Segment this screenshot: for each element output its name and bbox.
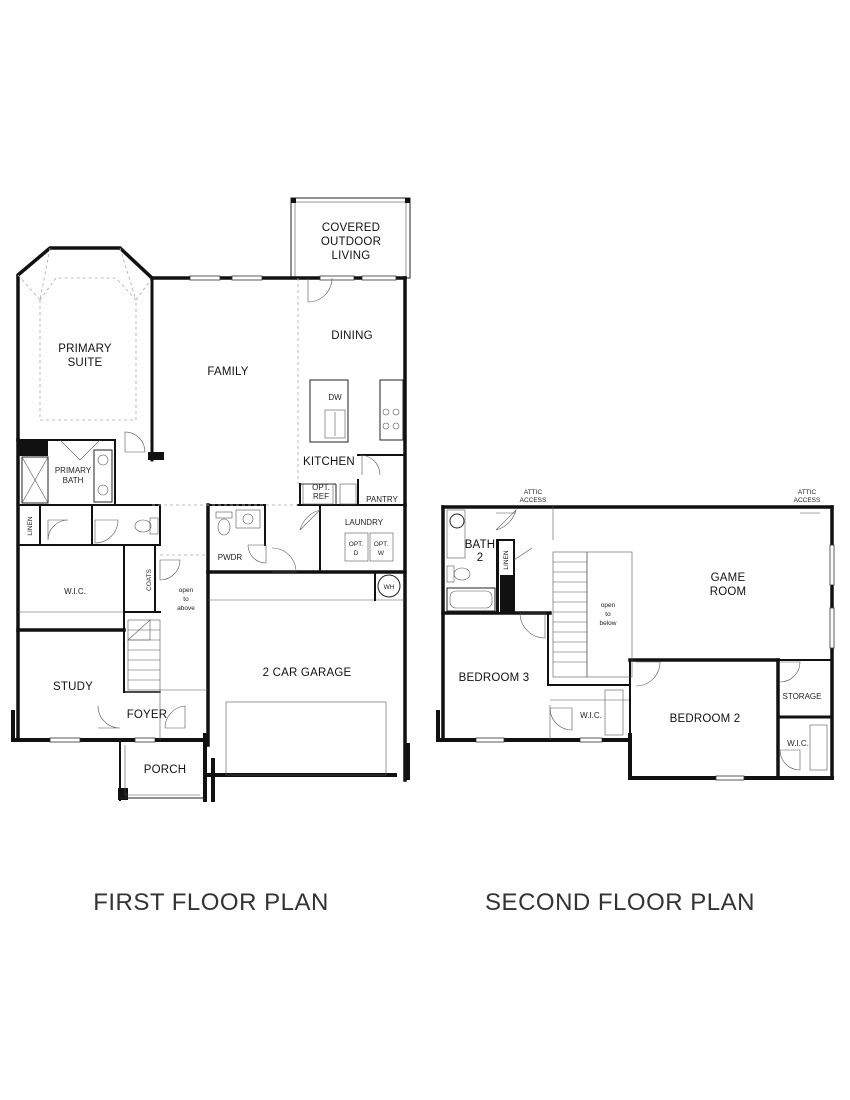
second-floor-title: SECOND FLOOR PLAN xyxy=(485,889,755,916)
powder-room-label: PWDR xyxy=(218,553,243,562)
bath2-fixtures xyxy=(446,509,496,612)
wic-label-first-floor: W.I.C. xyxy=(64,587,86,596)
primary-suite-bay-walls xyxy=(16,246,155,442)
garage-label: 2 CAR GARAGE xyxy=(263,667,352,679)
dishwasher-label: DW xyxy=(328,393,342,402)
porch-label: PORCH xyxy=(144,764,187,776)
family-label: FAMILY xyxy=(207,366,248,378)
opt-dryer-label-line1: OPT. xyxy=(349,541,364,548)
game-room-label-line2: ROOM xyxy=(710,586,747,598)
open-to-below-line2: to xyxy=(605,611,611,618)
powder-fixtures xyxy=(215,509,261,536)
first-floor-interior-walls xyxy=(16,276,407,801)
study-label: STUDY xyxy=(53,681,93,693)
second-floor-labels: ATTIC ACCESS ATTIC ACCESS BATH 2 LINEN G… xyxy=(459,489,822,748)
bath2-label-line2: 2 xyxy=(477,552,484,564)
first-floor-stairs xyxy=(127,619,161,691)
opt-washer-label-line1: OPT. xyxy=(374,541,389,548)
first-floor-exterior-walls xyxy=(11,275,410,802)
open-to-above-line2: to xyxy=(183,596,189,603)
wic-label-bedroom3: W.I.C. xyxy=(580,711,602,720)
linen-label-first-floor: LINEN xyxy=(27,516,34,535)
laundry-fixtures xyxy=(344,532,401,598)
storage-label: STORAGE xyxy=(783,692,822,701)
primary-suite-label-line1: PRIMARY xyxy=(58,343,112,355)
primary-suite-label-line2: SUITE xyxy=(68,357,103,369)
opt-dryer-label-line2: D xyxy=(354,550,359,557)
primary-bath-fixtures xyxy=(21,449,159,535)
first-floor-labels: COVERED OUTDOOR LIVING PRIMARY SUITE FAM… xyxy=(27,222,399,776)
coats-label: COATS xyxy=(146,568,153,591)
bath2-label-line1: BATH xyxy=(465,539,496,551)
second-floor-plan: ATTIC ACCESS ATTIC ACCESS BATH 2 LINEN G… xyxy=(436,489,835,916)
open-to-above-line3: above xyxy=(177,605,195,612)
open-to-below-line3: below xyxy=(600,620,617,627)
second-floor-stairs xyxy=(552,551,633,678)
opt-washer-label-line2: W xyxy=(378,550,385,557)
attic-access-right-line2: ACCESS xyxy=(794,497,821,504)
pantry-label: PANTRY xyxy=(366,495,398,504)
open-to-above-line1: open xyxy=(179,587,194,594)
kitchen-fixtures xyxy=(302,379,404,505)
covered-outdoor-living-label-line1: COVERED xyxy=(322,222,380,234)
opt-ref-label-line1: OPT. xyxy=(312,483,330,492)
attic-access-right-line1: ATTIC xyxy=(798,489,817,496)
foyer-label: FOYER xyxy=(127,709,168,721)
covered-outdoor-living-label-line2: OUTDOOR xyxy=(321,236,381,248)
opt-ref-label-line2: REF xyxy=(313,492,329,501)
second-floor-interior-walls xyxy=(441,505,834,780)
water-heater-label: WH xyxy=(384,584,395,591)
bedroom3-label: BEDROOM 3 xyxy=(459,672,530,684)
dining-label: DINING xyxy=(331,330,372,342)
first-floor-plan: COVERED OUTDOOR LIVING PRIMARY SUITE FAM… xyxy=(11,197,411,916)
kitchen-label: KITCHEN xyxy=(303,456,355,468)
laundry-label: LAUNDRY xyxy=(345,518,384,527)
wic-label-bedroom2: W.I.C. xyxy=(787,739,809,748)
first-floor-title: FIRST FLOOR PLAN xyxy=(93,889,329,916)
bedroom2-label: BEDROOM 2 xyxy=(670,713,741,725)
linen-label-second-floor: LINEN xyxy=(503,550,510,569)
second-floor-exterior-walls xyxy=(436,505,835,781)
game-room-label-line1: GAME xyxy=(711,572,746,584)
covered-outdoor-living-label-line3: LIVING xyxy=(332,250,371,262)
primary-bath-label-line2: BATH xyxy=(63,476,84,485)
garage-door xyxy=(225,701,387,776)
attic-access-left-line2: ACCESS xyxy=(520,497,547,504)
open-to-below-line1: open xyxy=(601,602,616,609)
attic-access-left-line1: ATTIC xyxy=(524,489,543,496)
second-floor-doors xyxy=(495,509,828,771)
primary-bath-label-line1: PRIMARY xyxy=(55,466,92,475)
